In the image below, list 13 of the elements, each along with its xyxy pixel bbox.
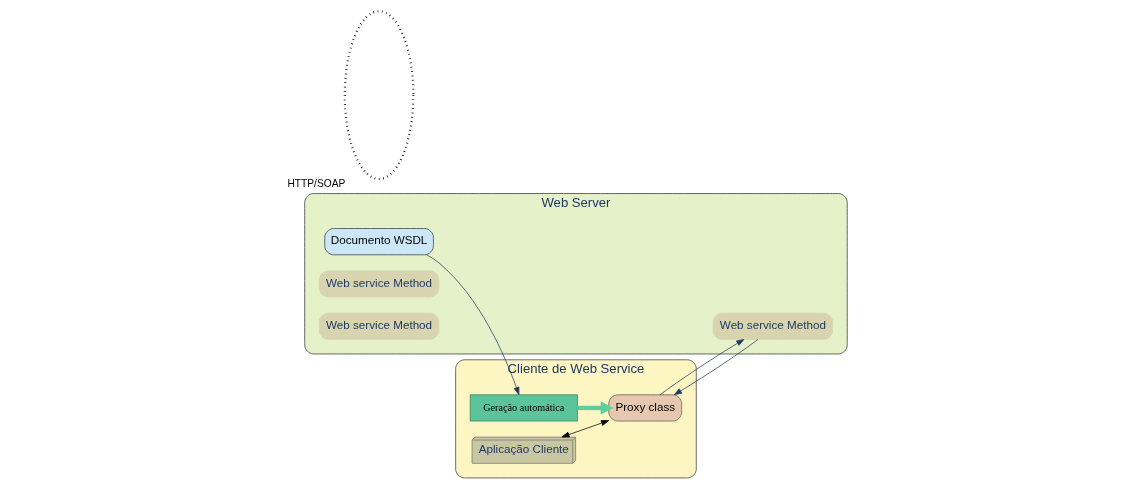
arrow [577, 401, 614, 415]
node-box: Web service Method [318, 270, 440, 298]
node-label: HTTP/SOAP [287, 178, 346, 190]
arrow [561, 420, 610, 438]
node-box: Web service Method [318, 312, 440, 340]
node-ellipse [343, 10, 415, 181]
node-box: Proxy class [608, 394, 683, 422]
node-box: Geração automática [469, 394, 578, 422]
node-box: Web service Method [712, 312, 834, 340]
arrow [426, 254, 520, 395]
node-box: Documento WSDL [324, 228, 434, 256]
arrow [673, 339, 759, 396]
arrow [659, 339, 745, 396]
